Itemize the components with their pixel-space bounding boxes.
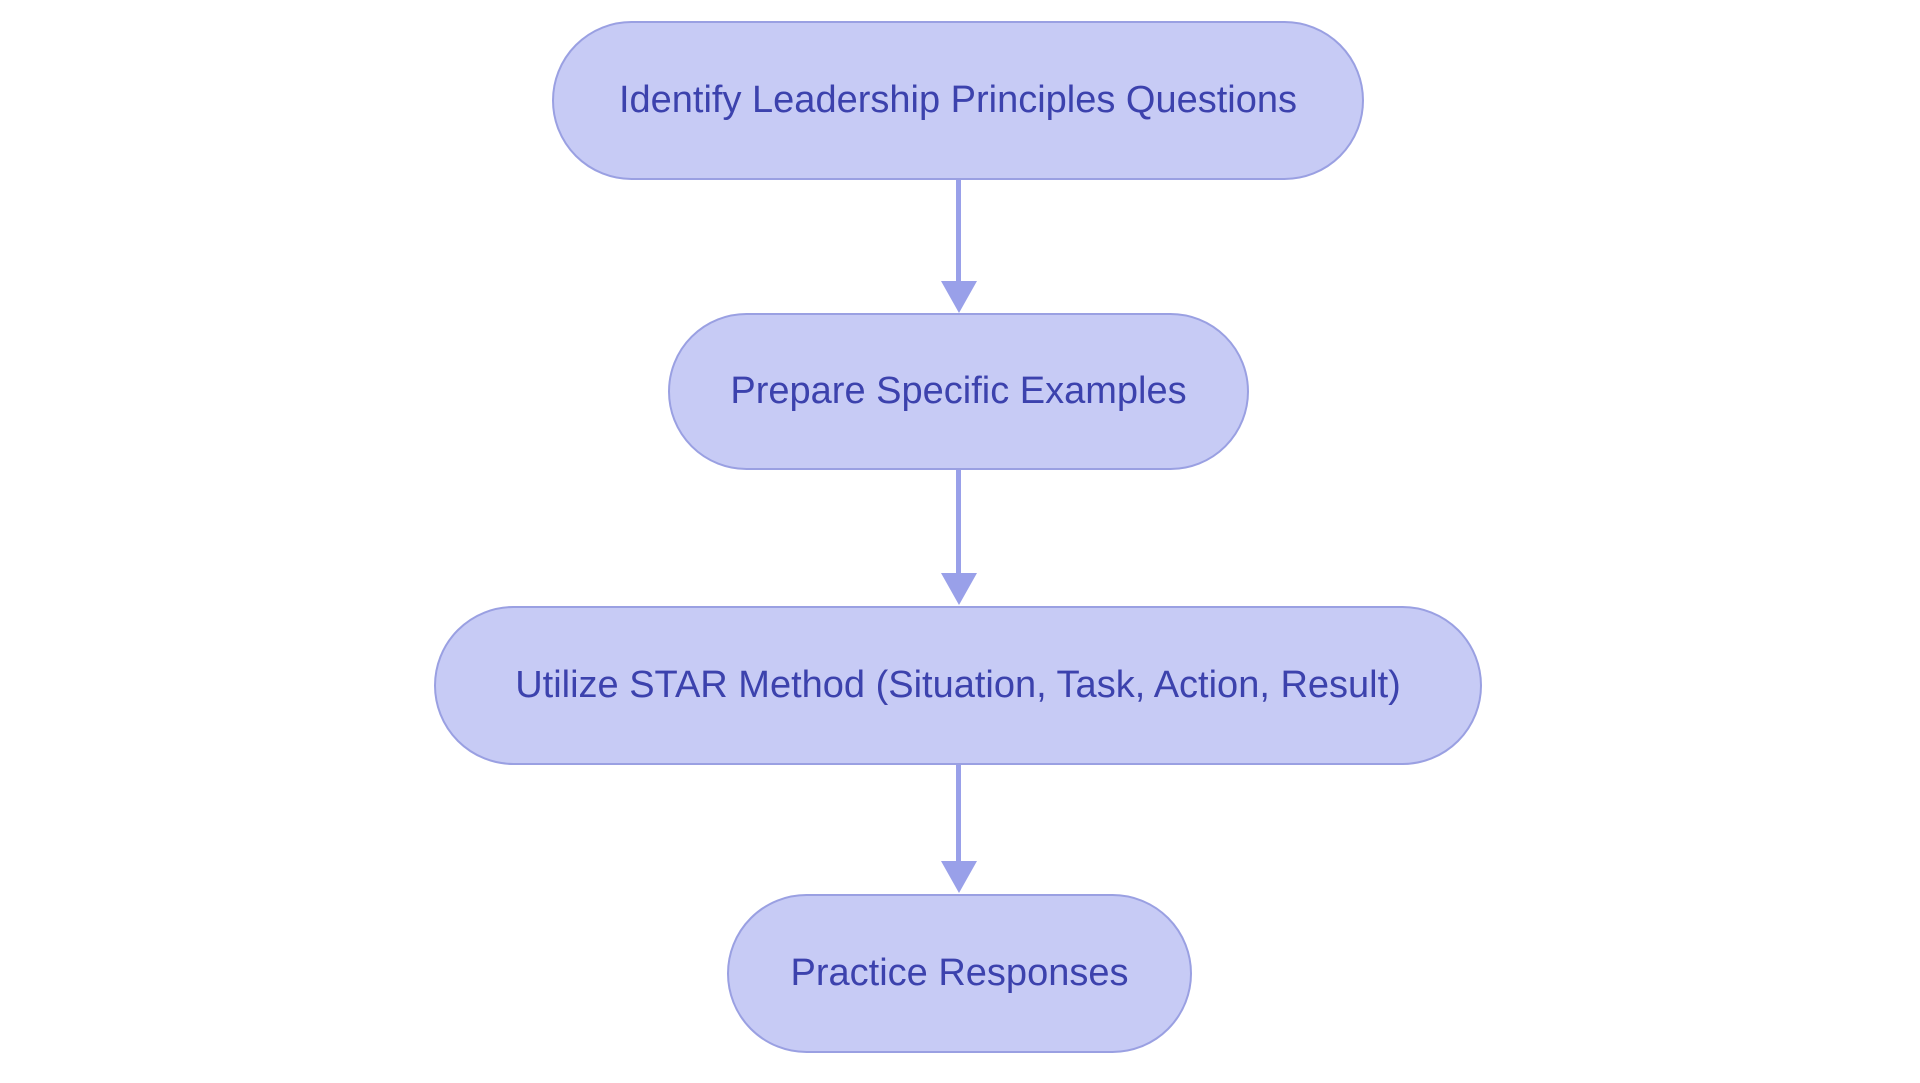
flowchart-node-star-method: Utilize STAR Method (Situation, Task, Ac… [434, 606, 1482, 765]
arrowhead-down-icon [940, 573, 977, 605]
flowchart-node-identify-questions: Identify Leadership Principles Questions [552, 21, 1364, 180]
flowchart-edge-2 [940, 470, 977, 605]
flowchart-edge-3 [940, 765, 977, 893]
node-label: Practice Responses [790, 951, 1129, 994]
flowchart-node-prepare-examples: Prepare Specific Examples [668, 313, 1249, 470]
flowchart-edge-1 [940, 180, 977, 313]
edge-line [955, 180, 962, 281]
flowchart-node-practice-responses: Practice Responses [727, 894, 1192, 1053]
arrowhead-down-icon [940, 281, 977, 313]
node-label: Identify Leadership Principles Questions [618, 78, 1298, 121]
edge-line [955, 470, 962, 573]
arrowhead-down-icon [940, 861, 977, 893]
edge-line [955, 765, 962, 861]
node-label: Prepare Specific Examples [730, 369, 1187, 412]
node-label: Utilize STAR Method (Situation, Task, Ac… [515, 663, 1401, 706]
